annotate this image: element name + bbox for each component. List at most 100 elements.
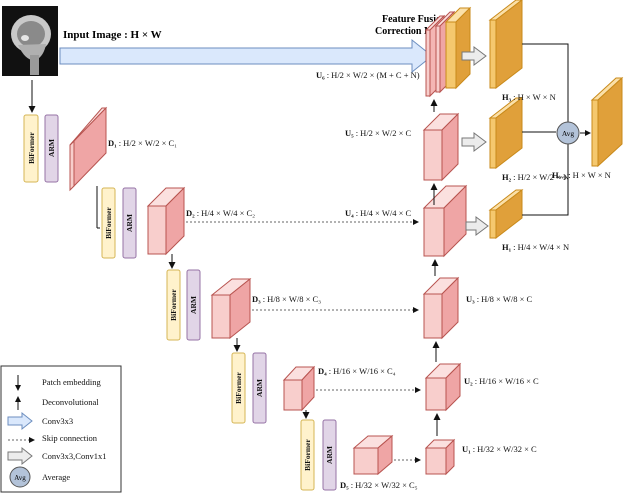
label-h3-dims: : H × W × N <box>513 92 556 102</box>
legend-conv3x3-icon <box>7 411 33 431</box>
label-u3-name: U₃ <box>466 294 475 304</box>
encoder-block-d5 <box>352 434 394 476</box>
arm-module-3 <box>186 269 201 341</box>
head-conv-arrow-3 <box>461 46 487 66</box>
biformer-module-5 <box>300 419 315 491</box>
legend-average-label: Average <box>42 472 70 482</box>
arm-module-2 <box>122 187 137 259</box>
avg-node-label: Avg <box>562 129 575 138</box>
label-u5: U₅: H/2 × W/2 × C <box>345 128 411 138</box>
biformer-module-2 <box>101 187 116 259</box>
label-u2-name: U₂ <box>464 376 473 386</box>
label-d4-dims: : H/16 × W/16 × C₄ <box>329 366 396 376</box>
head-block-h2 <box>488 96 524 170</box>
input-xray-image <box>2 6 58 76</box>
label-d4-name: D₄ <box>318 366 327 376</box>
arm-label-4: ARM <box>255 379 264 397</box>
encoder-block-d4 <box>282 365 316 412</box>
biformer-label-4: BiFormer <box>234 372 243 404</box>
label-u3-dims: : H/8 × W/8 × C <box>477 294 533 304</box>
label-d3-name: D₃ <box>252 294 261 304</box>
legend-patch-embedding-label: Patch embedding <box>42 377 102 387</box>
head-block-havg <box>590 76 624 168</box>
arm-module-1 <box>44 114 59 183</box>
label-u6: U₆: H/2 × W/2 × (M + C + N) <box>316 70 420 80</box>
label-d5: D₅: H/32 × W/32 × C₅ <box>340 480 418 490</box>
legend: Patch embedding Deconvolutional Conv3x3 … <box>0 365 122 493</box>
label-d2-dims: : H/4 × W/4 × C₂ <box>197 208 255 218</box>
label-d5-name: D₅ <box>340 480 349 490</box>
label-h3-name: H₃ <box>502 92 512 102</box>
label-u4-dims: : H/4 × W/4 × C <box>356 208 412 218</box>
label-u2-dims: : H/16 × W/16 × C <box>475 376 539 386</box>
input-image-label: Input Image : H × W <box>63 29 162 41</box>
label-d1-dims: : H/2 × W/2 × C₁ <box>119 138 177 148</box>
decoder-labels: U₆: H/2 × W/2 × (M + C + N) U₅: H/2 × W/… <box>316 70 539 454</box>
legend-skip-connection-label: Skip connection <box>42 433 98 443</box>
label-u5-dims: : H/2 × W/2 × C <box>356 128 412 138</box>
label-u4: U₄: H/4 × W/4 × C <box>345 208 411 218</box>
label-u6-dims: : H/2 × W/2 × (M + C + N) <box>327 70 420 80</box>
biformer-label-2: BiFormer <box>104 207 113 239</box>
h1-to-avg-line <box>522 144 569 216</box>
encoder-stage-1: BiFormer ARM <box>23 114 59 183</box>
label-d2-name: D₂ <box>186 208 195 218</box>
label-h1: H₁: H/4 × W/4 × N <box>502 242 569 252</box>
avg-node <box>556 121 580 145</box>
decoder-block-u2 <box>424 362 462 412</box>
label-havg-name: Hₐᵥ₉ <box>552 170 567 180</box>
arm-module-4 <box>252 352 267 424</box>
label-d5-dims: : H/32 × W/32 × C₅ <box>351 480 418 490</box>
arm-label-1: ARM <box>47 139 56 157</box>
decoder-block-u4 <box>422 184 468 258</box>
legend-conv-pair-label: Conv3x3,Conv1x1 <box>42 451 106 461</box>
label-havg: Hₐᵥ₉: H × W × N <box>552 170 611 180</box>
label-u1-dims: : H/32 × W/32 × C <box>473 444 537 454</box>
encoder-block-d3 <box>210 277 252 340</box>
encoder-labels: D₁: H/2 × W/2 × C₁ D₂: H/4 × W/4 × C₂ D₃… <box>108 138 418 490</box>
legend-average-icon-label: Avg <box>14 474 26 482</box>
encoder-block-d2 <box>146 186 186 256</box>
input-skip-arrow <box>59 38 433 74</box>
arm-module-5 <box>322 419 337 491</box>
decoder-block-u6 <box>424 6 472 98</box>
biformer-label-3: BiFormer <box>169 289 178 321</box>
encoder-block-d1 <box>69 106 108 192</box>
label-h2-name: H₂ <box>502 172 512 182</box>
ffcm-title-line2: Correction Module <box>375 26 457 37</box>
head-labels: H₃: H × W × N H₂: H/2 × W/2 × N H₁: H/4 … <box>502 92 611 252</box>
biformer-module-4 <box>231 352 246 424</box>
label-h1-dims: : H/4 × W/4 × N <box>513 242 569 252</box>
label-d3: D₃: H/8 × W/8 × C₃ <box>252 294 321 304</box>
encoder-stage-4: BiFormer ARM <box>231 352 267 424</box>
encoder-stage-2: BiFormer ARM <box>101 187 137 259</box>
legend-conv-pair-icon <box>7 446 33 466</box>
label-h1-name: H₁ <box>502 242 512 252</box>
ffcm-title-line1: Feature Fusion <box>382 14 447 25</box>
label-u3: U₃: H/8 × W/8 × C <box>466 294 532 304</box>
biformer-module-3 <box>166 269 181 341</box>
head-conv-arrow-1 <box>465 216 489 236</box>
label-u6-name: U₆ <box>316 70 325 80</box>
label-d1: D₁: H/2 × W/2 × C₁ <box>108 138 177 148</box>
biformer-label-1: BiFormer <box>27 132 36 164</box>
head-block-h1 <box>488 188 524 240</box>
arm-label-5: ARM <box>325 446 334 464</box>
legend-average-icon <box>9 466 31 488</box>
legend-deconvolutional-label: Deconvolutional <box>42 397 99 407</box>
decoder-block-u5 <box>422 112 460 182</box>
label-d4: D₄: H/16 × W/16 × C₄ <box>318 366 396 376</box>
label-h2: H₂: H/2 × W/2 × N <box>502 172 569 182</box>
label-d3-dims: : H/8 × W/8 × C₃ <box>263 294 321 304</box>
decoder-block-u1 <box>424 438 456 476</box>
label-h2-dims: : H/2 × W/2 × N <box>513 172 569 182</box>
encoder-stage-3: BiFormer ARM <box>166 269 201 341</box>
head-conv-arrow-2 <box>461 132 487 152</box>
arm-label-2: ARM <box>125 214 134 232</box>
h3-to-avg-line <box>522 43 569 122</box>
label-u5-name: U₅ <box>345 128 354 138</box>
label-h3: H₃: H × W × N <box>502 92 556 102</box>
label-u4-name: U₄ <box>345 208 354 218</box>
encoder-stage-5: BiFormer ARM <box>300 419 337 491</box>
